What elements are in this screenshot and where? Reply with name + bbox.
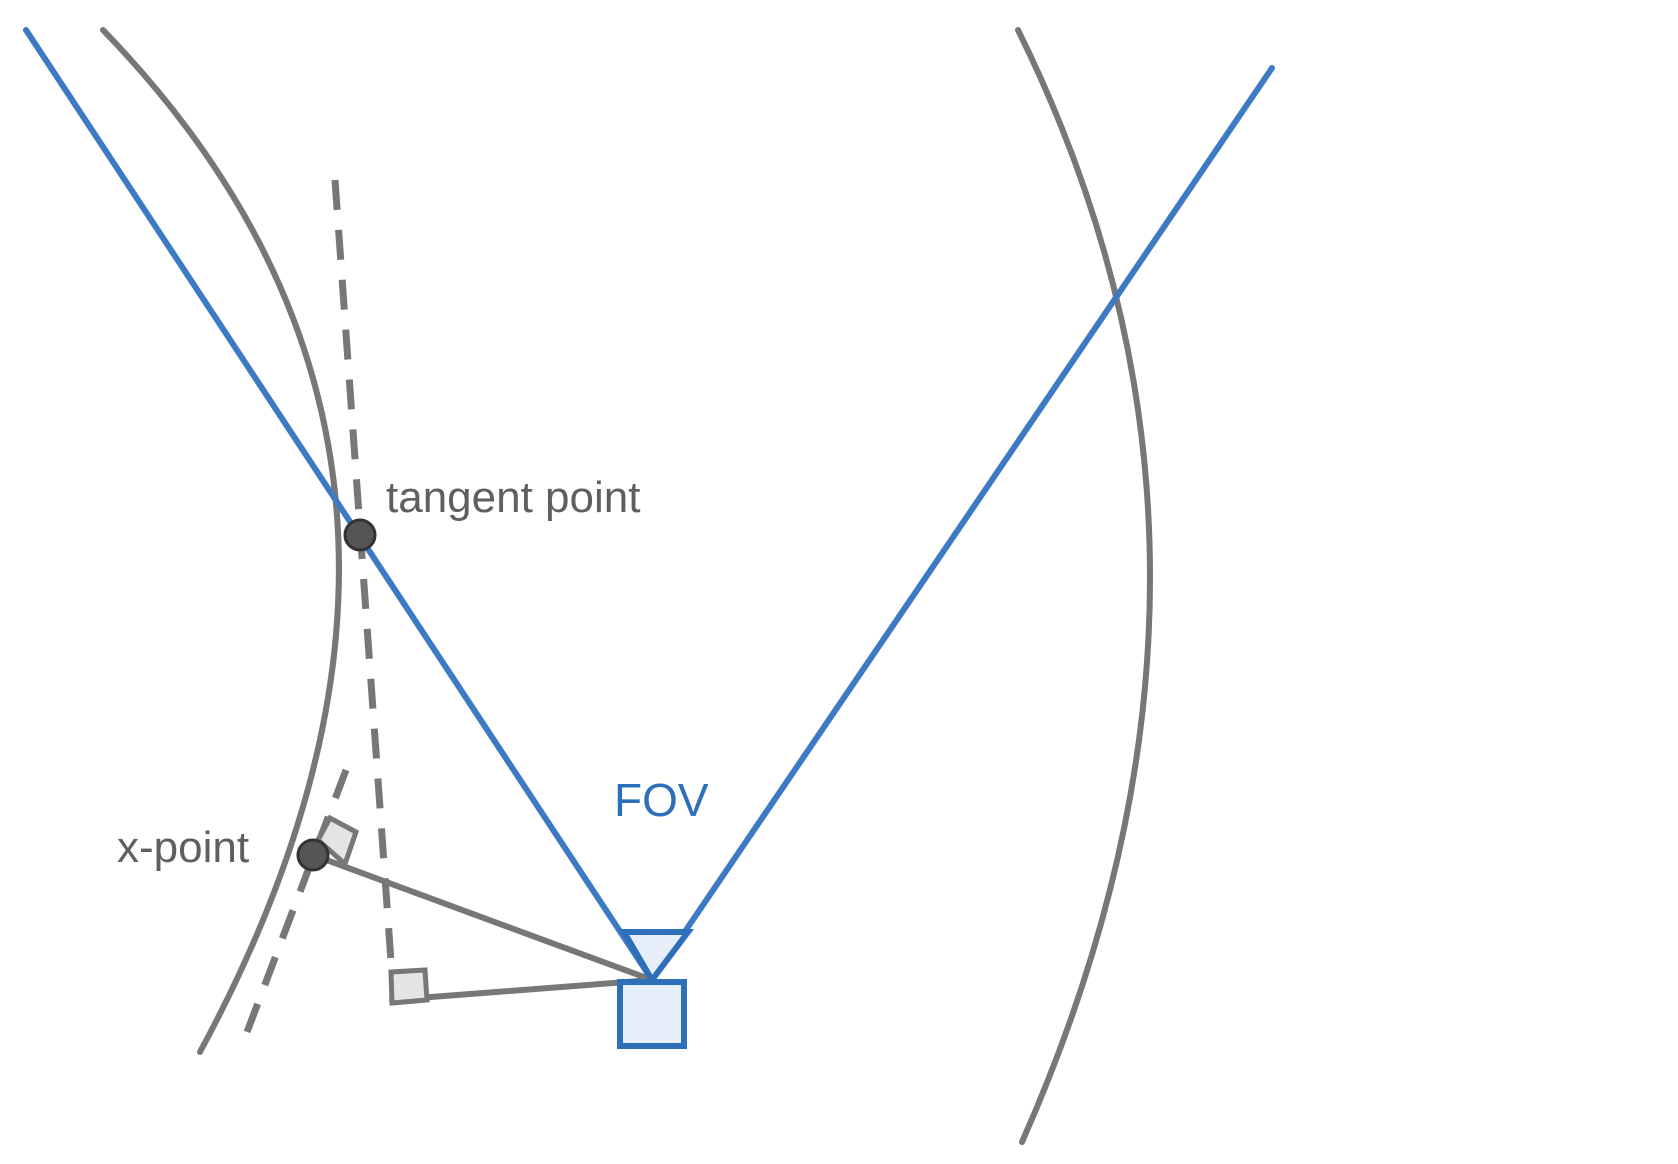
camera-square: [617, 979, 687, 1049]
x-point-dashed-line: [240, 768, 350, 1042]
perpendicular-to-tangent: [389, 977, 655, 1003]
outer-boundary-curve: [1015, 27, 1153, 1145]
fov-right-ray: [649, 65, 1275, 983]
inner-boundary-curve: [100, 27, 342, 1055]
fov-left-ray: [23, 27, 655, 983]
right-angle-marker-x-point: [314, 814, 360, 869]
perpendicular-to-x-point: [310, 852, 655, 983]
tangent-point-label: tangent point: [386, 473, 640, 522]
tangent-dashed-line: [331, 179, 396, 976]
tangent-point-marker: [343, 518, 377, 552]
x-point-label: x-point: [117, 823, 249, 872]
camera-view-triangle: [618, 929, 694, 986]
x-point-marker: [296, 838, 330, 872]
fov-label: FOV: [614, 774, 709, 826]
right-angle-marker-tangent: [388, 967, 430, 1006]
